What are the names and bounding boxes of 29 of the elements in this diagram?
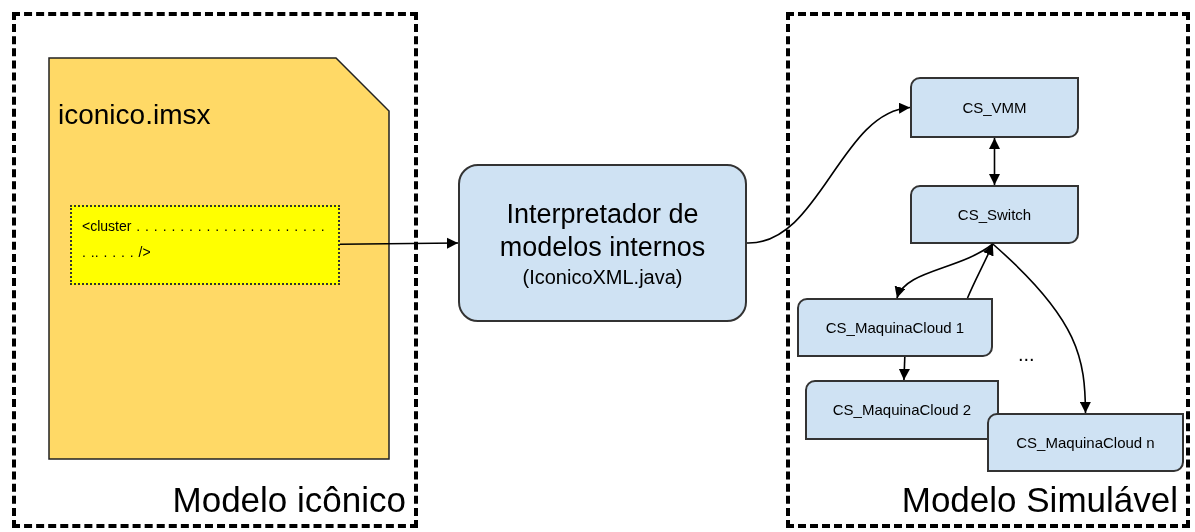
box-label: CS_VMM	[961, 97, 1028, 118]
ellipsis-note: ...	[1018, 343, 1035, 366]
process-box	[805, 380, 999, 440]
box-label: CS_Switch	[956, 204, 1033, 225]
arrow	[966, 243, 994, 299]
box-label: CS_MaquinaCloud n	[1015, 432, 1156, 453]
code-snippet: <cluster . . . . . . . . . . . . . . . . . . . . . . . .. . . . . />	[82, 217, 326, 262]
process-box	[987, 413, 1184, 472]
arrow	[746, 104, 911, 244]
arrow	[898, 356, 910, 381]
arrow	[988, 137, 1001, 186]
dashed-group-frame	[12, 12, 418, 528]
file-name: iconico.imsx	[58, 99, 211, 131]
document-shape	[48, 57, 390, 460]
arrow	[992, 243, 1091, 414]
process-box	[910, 185, 1079, 244]
process-title: Interpretador de modelos internos	[498, 197, 707, 264]
file-name: (IconicoXML.java)	[522, 265, 683, 289]
dotted-code-box	[70, 205, 340, 285]
process-box	[797, 298, 993, 357]
arrow	[339, 237, 459, 249]
process-box	[910, 77, 1079, 138]
rounded-process-box	[458, 164, 747, 322]
group-title: Modelo icônico	[172, 480, 406, 520]
dashed-group-frame	[786, 12, 1190, 528]
box-label: CS_MaquinaCloud 2	[831, 400, 973, 420]
box-label: CS_MaquinaCloud 1	[824, 317, 966, 338]
arrow	[896, 243, 994, 299]
group-title: Modelo Simulável	[901, 480, 1178, 520]
